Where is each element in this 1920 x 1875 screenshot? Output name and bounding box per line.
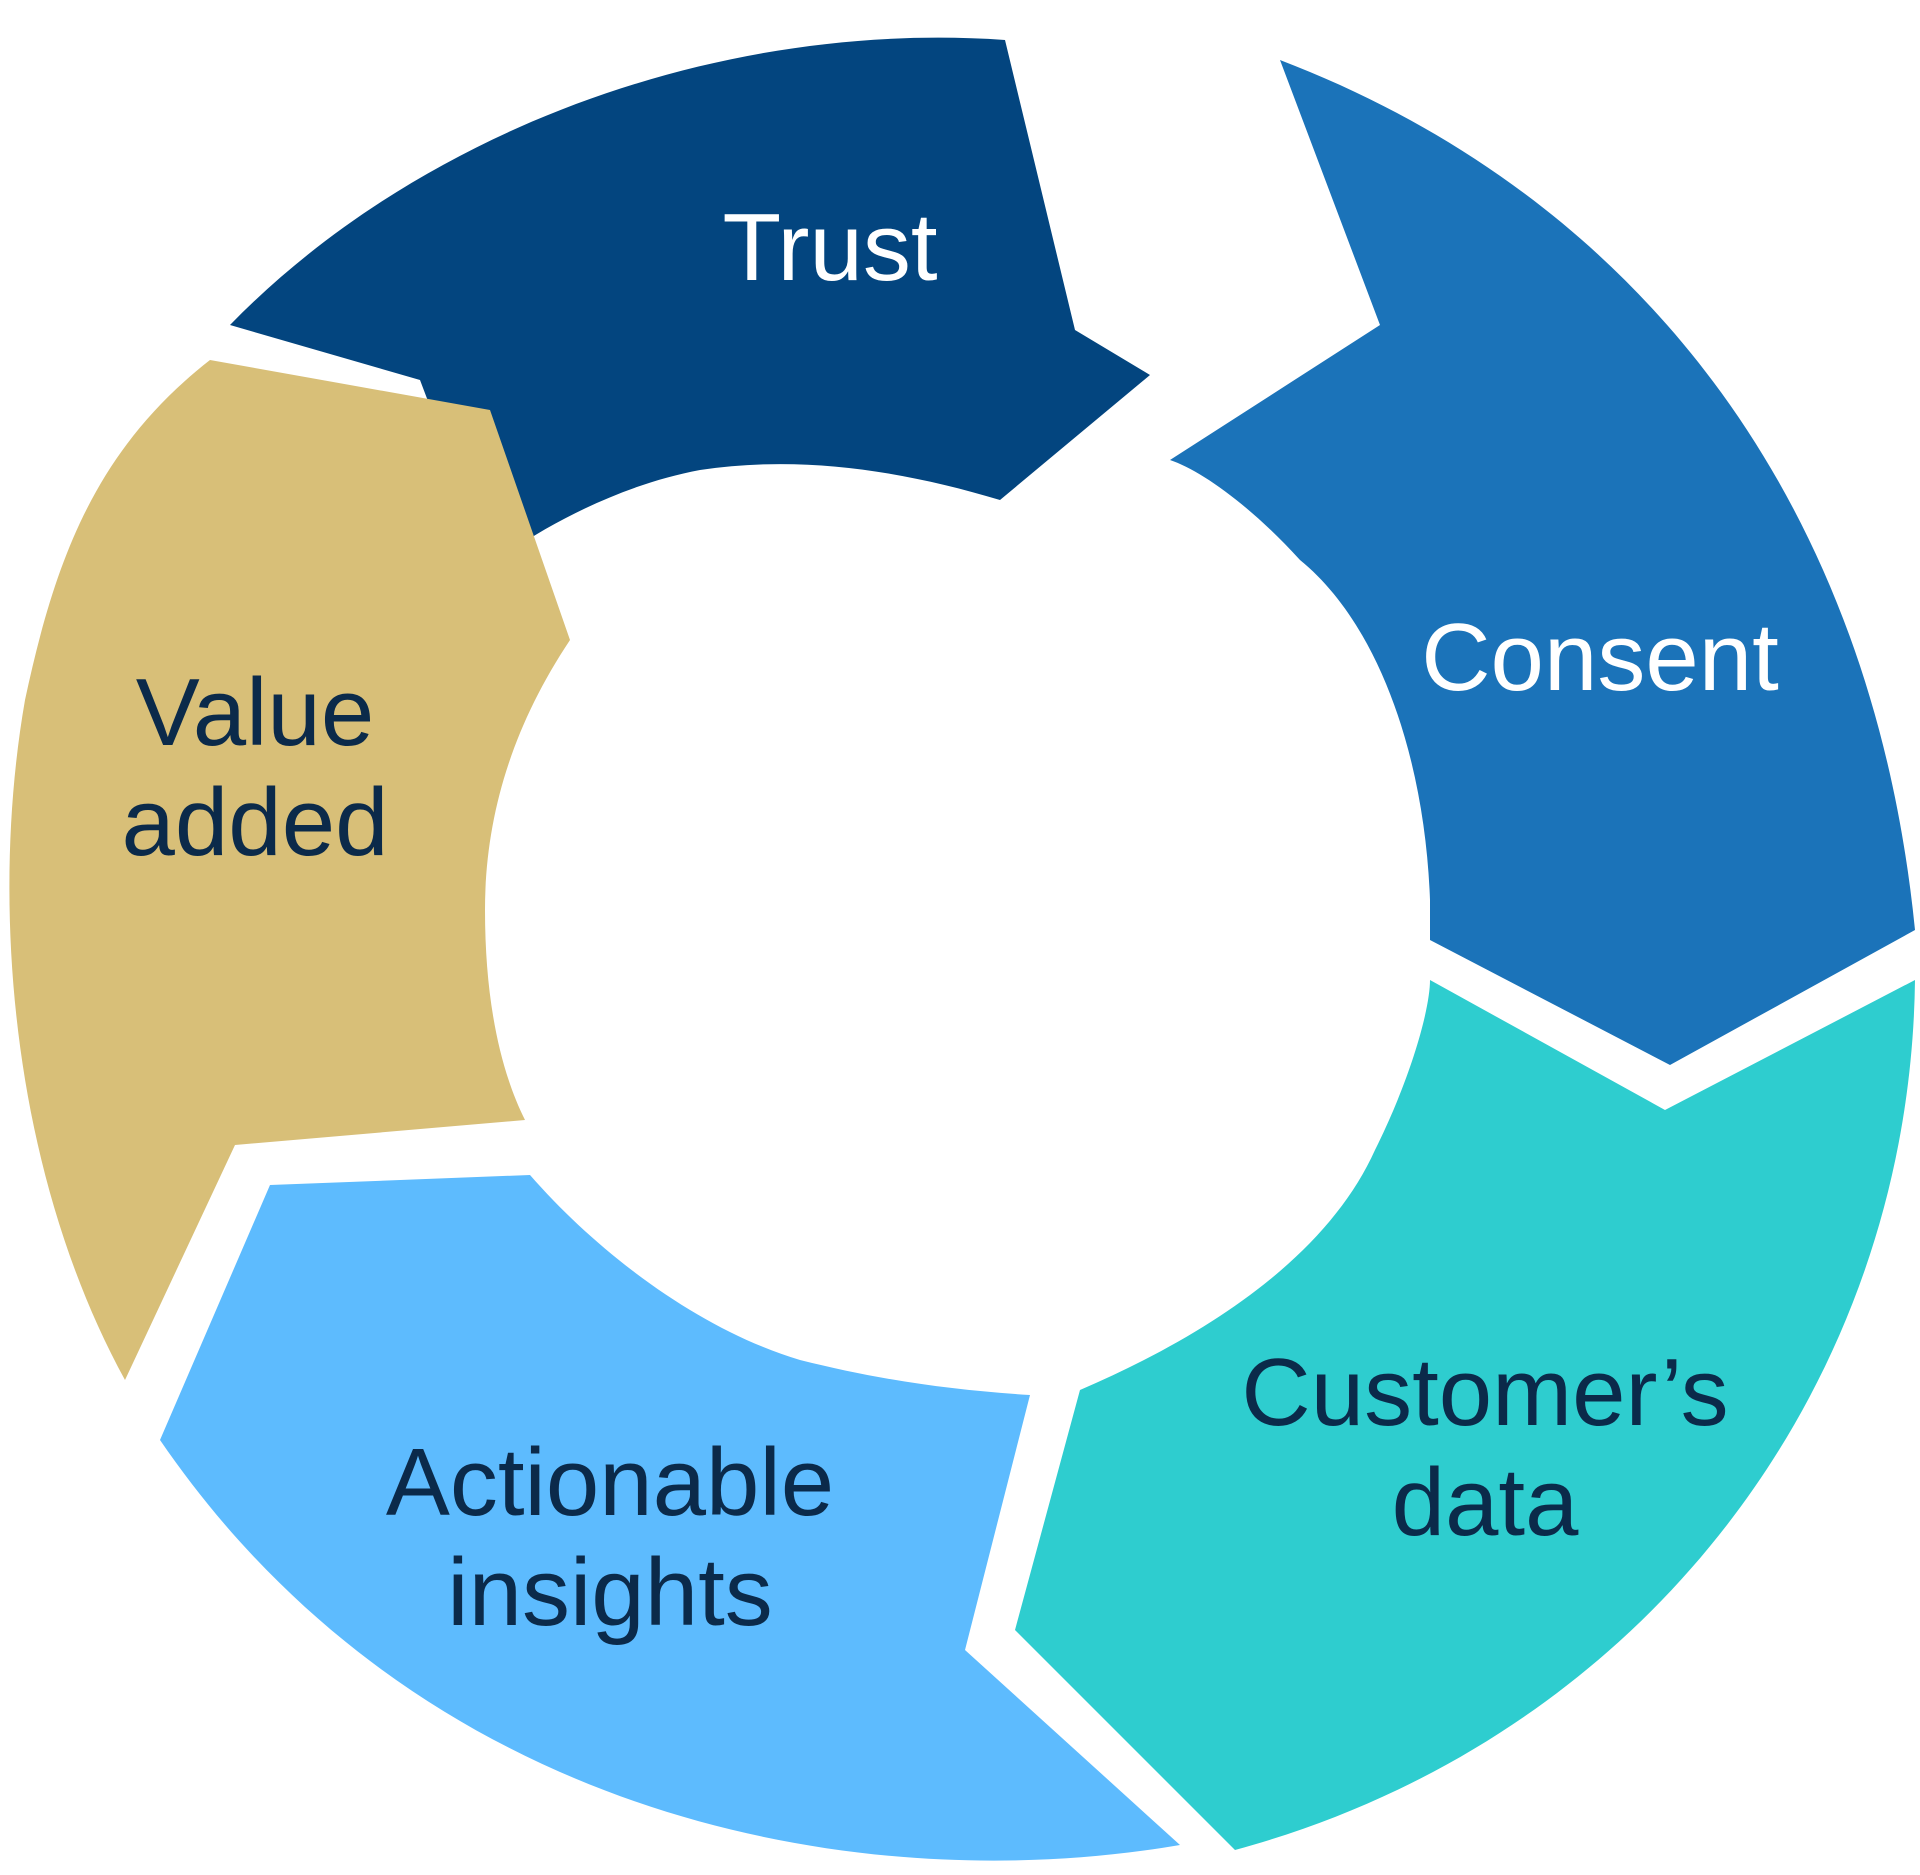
label-customers-data-line1: Customer’s [1241, 1339, 1728, 1446]
label-actionable-insights-line1: Actionable [386, 1429, 834, 1536]
segment-value-added-shape [9, 360, 571, 1380]
label-value-added-line1: Value [136, 659, 374, 766]
label-customers-data-line2: data [1392, 1449, 1579, 1556]
label-consent: Consent [1421, 604, 1779, 711]
segment-customers-data-shape [1015, 980, 1915, 1850]
label-trust: Trust [722, 194, 937, 301]
label-value-added-line2: added [122, 769, 389, 876]
segment-actionable-insights-shape [160, 1175, 1180, 1861]
segment-consent-shape [1170, 60, 1915, 1065]
label-actionable-insights-line2: insights [447, 1539, 773, 1646]
